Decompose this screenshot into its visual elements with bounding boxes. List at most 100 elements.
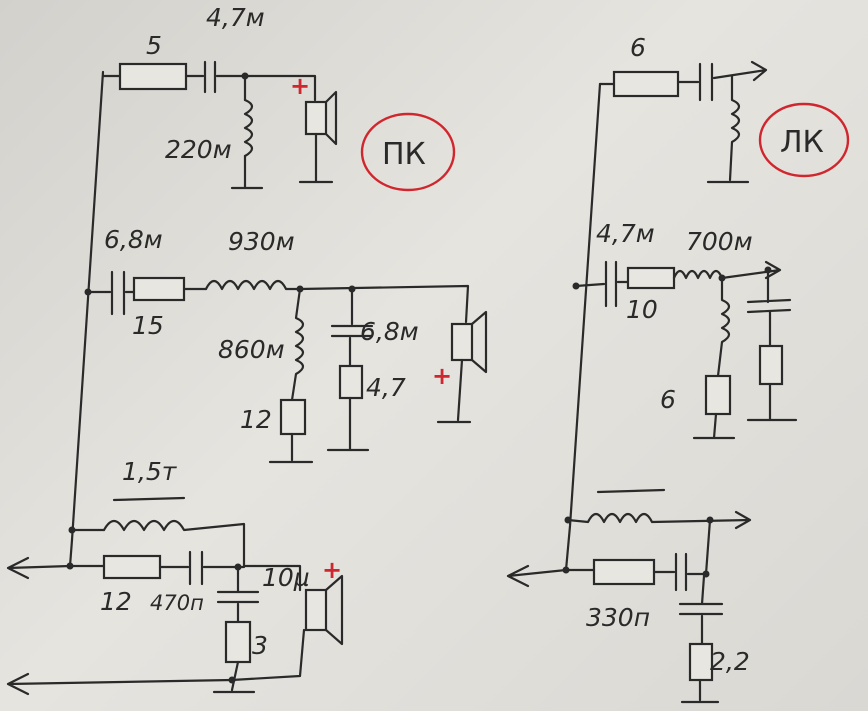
resistor-15	[132, 276, 186, 302]
capacitor-lk-mid	[746, 268, 792, 348]
resistor-6-b	[704, 374, 732, 416]
ground-symbol	[680, 678, 720, 704]
label-c-330n: 330п	[586, 603, 650, 632]
junction-dots	[66, 72, 772, 684]
inductor-1-5m	[102, 519, 246, 568]
ground-symbol	[268, 432, 314, 464]
junction-dot	[706, 516, 714, 524]
resistor-10	[626, 266, 676, 290]
label-l-930m: 930м	[228, 227, 295, 256]
ground-symbol	[746, 382, 798, 422]
inductor-core-mark-lk	[596, 488, 666, 494]
label-r-4-7: 4,7	[366, 373, 406, 402]
left-channel: 6 ЛК 4,7м 700м 10 6 330п 2,2	[506, 33, 850, 704]
pk-wire	[298, 284, 470, 324]
label-r-6-b: 6	[660, 385, 676, 414]
ground-symbol	[436, 358, 472, 424]
pk-wire	[243, 74, 317, 102]
label-l-860m: 860м	[218, 335, 285, 364]
tweeter-1	[304, 100, 328, 136]
pk-bus-wire-low	[68, 538, 74, 568]
input-arrow-top	[6, 556, 106, 580]
junction-dot	[764, 266, 772, 274]
junction-dot	[702, 570, 710, 578]
ground-symbol	[326, 396, 370, 452]
ground-symbol	[212, 660, 256, 694]
inductor-lk-woofer-and-arrow	[566, 510, 752, 530]
junction-dot	[564, 516, 572, 524]
label-l-700m: 700м	[686, 227, 753, 256]
label-r-12-b: 12	[100, 587, 132, 616]
badge-pk: ПК	[382, 137, 426, 172]
capacitor-and-output-arrow	[676, 60, 768, 102]
polarity-plus-3: +	[322, 556, 342, 584]
inductor-lk-tweeter	[706, 74, 750, 184]
right-channel: 5 4,7м 220м + ПК 6,8м 930м 15 860м 6,8м …	[6, 3, 488, 696]
resistor-12-b	[102, 554, 162, 580]
resistor-lk-woofer	[592, 558, 656, 586]
label-c-4-7m-lk: 4,7м	[596, 219, 655, 248]
resistor-5	[118, 62, 188, 91]
input-arrow-lk	[506, 564, 596, 588]
junction-dot	[572, 282, 580, 290]
lk-bus-wire	[564, 82, 602, 572]
capacitor-470n	[158, 550, 246, 586]
junction-dot	[562, 566, 570, 574]
polarity-plus-2: +	[432, 362, 452, 390]
midrange-speaker	[450, 322, 474, 362]
inductor-860m	[290, 287, 305, 402]
junction-dot	[296, 285, 304, 293]
junction-dot	[84, 288, 92, 296]
label-l-1-5m: 1,5т	[122, 457, 178, 486]
junction-dot	[718, 274, 726, 282]
label-l-220m: 220м	[165, 135, 232, 164]
inductor-700m-and-arrow	[672, 260, 782, 280]
label-c-6-8m-b: 6,8м	[360, 317, 419, 346]
label-c-6-8m: 6,8м	[104, 225, 163, 254]
badge-lk: ЛК	[780, 125, 824, 160]
label-r-12: 12	[240, 405, 272, 434]
capacitor-4-7m	[184, 60, 247, 94]
resistor-lk-mid	[758, 344, 784, 386]
woofer-speaker-cone	[324, 574, 344, 646]
resistor-2-2	[688, 642, 714, 682]
pk-bus-wire	[70, 70, 105, 542]
pk-wire	[242, 564, 302, 592]
capacitor-lk-woofer	[652, 552, 708, 592]
polarity-plus-1: +	[290, 72, 310, 100]
junction-dot	[241, 72, 249, 80]
midrange-speaker-cone	[470, 310, 488, 374]
junction-dot	[66, 562, 74, 570]
resistor-12	[279, 398, 307, 436]
label-r-5: 5	[146, 31, 162, 60]
woofer-speaker	[304, 588, 328, 632]
junction-dot	[68, 526, 76, 534]
capacitor-330n	[678, 574, 724, 646]
junction-dot	[228, 676, 236, 684]
label-r-6: 6	[630, 33, 646, 62]
inductor-lk-mid	[716, 278, 731, 378]
label-c-4-7m: 4,7м	[206, 3, 265, 32]
junction-dot	[348, 285, 356, 293]
lk-wire	[704, 518, 712, 576]
ground-symbol	[298, 132, 334, 184]
inductor-930m	[204, 279, 302, 291]
pk-wire	[230, 628, 306, 682]
capacitor-6-8m-b	[330, 287, 374, 368]
inductor-220m	[243, 98, 254, 158]
inductor-core-mark	[112, 496, 186, 502]
tweeter-1-cone	[324, 90, 338, 146]
capacitor-4-7m-lk	[574, 260, 630, 308]
junction-dot	[234, 563, 242, 571]
badge-lk-circle	[758, 102, 850, 178]
ground-symbol	[692, 412, 736, 440]
input-arrow-bottom	[6, 672, 234, 696]
resistor-6	[612, 70, 680, 98]
resistor-4-7	[338, 364, 364, 400]
badge-pk-circle	[360, 112, 456, 192]
label-r-10: 10	[626, 295, 658, 324]
capacitor-10u	[216, 566, 260, 624]
label-c-10u: 10µ	[262, 563, 310, 592]
